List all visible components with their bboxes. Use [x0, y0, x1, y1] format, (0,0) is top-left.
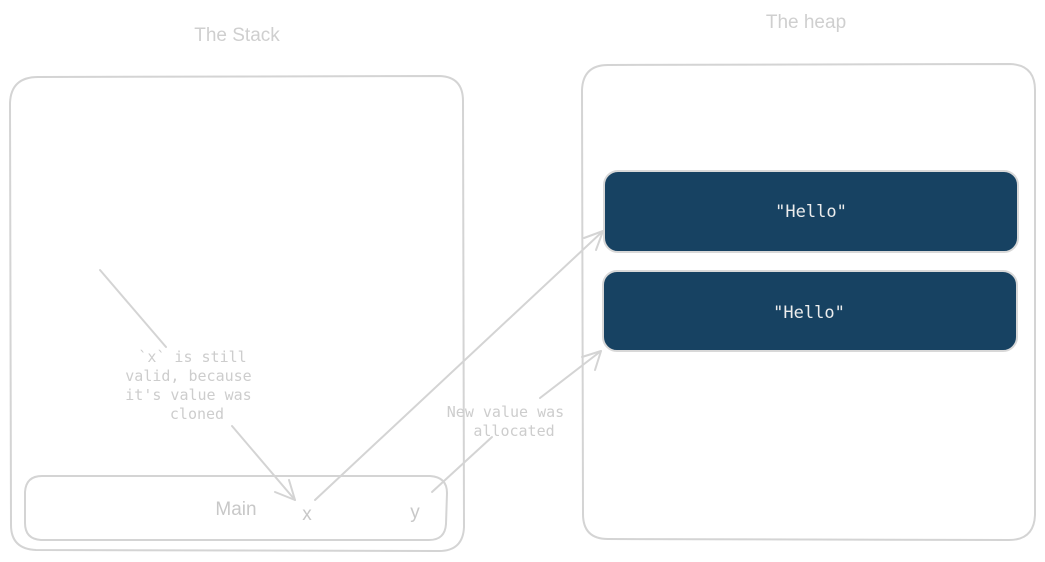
stack-container — [9, 75, 465, 552]
x-to-heap-arrow — [314, 230, 604, 501]
clone-note-arrow — [99, 269, 296, 501]
heap-value-1: "Hello" — [775, 202, 847, 222]
allocation-note: New value was allocated — [447, 403, 573, 440]
main-frame-label: Main — [215, 499, 256, 520]
variable-x: x — [302, 504, 312, 525]
heap-title: The heap — [766, 12, 846, 33]
stack-title: The Stack — [194, 25, 280, 46]
stack-region: The Stack Main x y `x` is still valid, b… — [9, 25, 465, 552]
heap-value-2: "Hello" — [773, 303, 845, 323]
heap-container — [581, 63, 1036, 541]
heap-region: The heap "Hello" "Hello" — [581, 12, 1036, 541]
variable-y: y — [410, 502, 420, 523]
main-frame-box — [24, 475, 448, 541]
clone-note: `x` is still valid, because it's value w… — [125, 348, 260, 423]
y-to-heap-arrow — [431, 350, 602, 493]
heap-value-box-2 — [602, 270, 1018, 352]
heap-value-box-1 — [603, 170, 1019, 253]
